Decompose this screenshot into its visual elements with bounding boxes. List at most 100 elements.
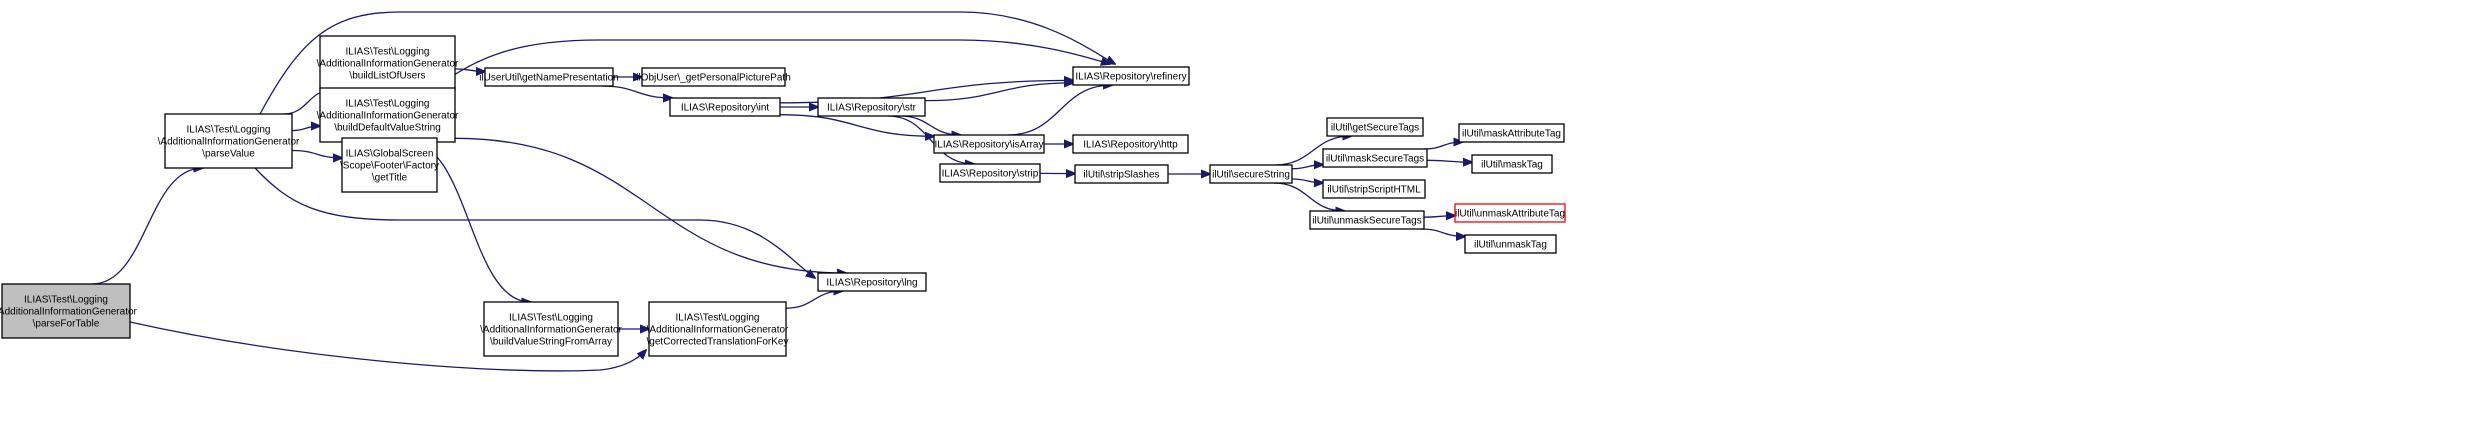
- node-footerGetTitle[interactable]: ILIAS\GlobalScreen\Scope\Footer\Factory\…: [340, 137, 439, 193]
- node-secureString[interactable]: ilUtil\secureString: [1209, 164, 1293, 184]
- node-box: [1, 283, 131, 339]
- node-label-line: \Scope\Footer\Factory: [340, 161, 439, 172]
- edge-getCorrectedTranslationForKey-to-repoLng: [785, 291, 842, 309]
- node-unmaskTag[interactable]: ilUtil\unmaskTag: [1464, 234, 1557, 254]
- edge-parseForTable-to-parseValue: [91, 168, 203, 285]
- node-label-line: ilUserUtil\getNamePresentation: [479, 73, 619, 84]
- node-buildValueStringFromArray[interactable]: ILIAS\Test\Logging\AdditionalInformation…: [480, 301, 623, 357]
- edge-secureString-to-maskSecureTags: [1291, 165, 1323, 169]
- node-stripScriptHTML[interactable]: ilUtil\stripScriptHTML: [1322, 179, 1426, 199]
- edge-repoStr-to-repoRefinery: [924, 83, 1073, 102]
- node-label-line: \AdditionalInformationGenerator: [0, 307, 138, 318]
- edge-parseValue-to-repoRefinery: [259, 11, 1115, 115]
- node-buildDefaultValueString[interactable]: ILIAS\Test\Logging\AdditionalInformation…: [317, 87, 459, 143]
- node-box: [1326, 117, 1424, 137]
- node-box: [484, 67, 614, 87]
- node-repoStr[interactable]: ILIAS\Repository\str: [817, 97, 926, 117]
- edge-secureString-to-stripScriptHTML: [1291, 179, 1323, 183]
- node-parseForTable[interactable]: ILIAS\Test\Logging\AdditionalInformation…: [0, 283, 138, 339]
- node-box: [1072, 66, 1190, 86]
- edge-buildDefaultValueString-to-repoLng: [454, 137, 846, 273]
- node-label-line: \AdditionalInformationGenerator: [158, 137, 300, 148]
- edge-repoStr-to-repoIsArray: [900, 115, 960, 135]
- node-unmaskSecureTags[interactable]: ilUtil\unmaskSecureTags: [1309, 210, 1425, 230]
- edge-secureString-to-getSecureTags: [1274, 136, 1352, 166]
- edge-getNamePresentation-to-repoInt: [601, 85, 672, 98]
- node-label-line: \parseForTable: [33, 319, 100, 330]
- edge-unmaskSecureTags-to-unmaskTag: [1420, 228, 1465, 236]
- node-box: [1464, 234, 1557, 254]
- node-label-line: \getTitle: [372, 173, 408, 184]
- node-box: [1074, 164, 1169, 184]
- edge-parseValue-to-buildDefaultValueString: [291, 126, 320, 132]
- node-getCorrectedTranslationForKey[interactable]: ILIAS\Test\Logging\AdditionalInformation…: [647, 301, 790, 357]
- node-label-line: ilUtil\unmaskSecureTags: [1312, 216, 1422, 227]
- node-label-line: ILIAS\GlobalScreen: [346, 149, 434, 160]
- node-label-line: \buildListOfUsers: [349, 71, 425, 82]
- node-label-line: ILIAS\Test\Logging: [24, 295, 108, 306]
- node-label-line: ILIAS\Repository\refinery: [1075, 72, 1186, 83]
- node-label-line: ILIAS\Repository\str: [827, 103, 917, 114]
- node-label-line: ILIAS\Test\Logging: [509, 313, 593, 324]
- node-label-line: ilUtil\getSecureTags: [1331, 123, 1419, 134]
- node-label-line: ilUtil\stripScriptHTML: [1327, 185, 1421, 196]
- node-label-line: ilUtil\maskAttributeTag: [1462, 129, 1561, 140]
- edge-maskSecureTags-to-maskTag: [1426, 160, 1472, 162]
- node-buildListOfUsers[interactable]: ILIAS\Test\Logging\AdditionalInformation…: [317, 35, 459, 91]
- node-label-line: ILIAS\Repository\strip: [942, 169, 1039, 180]
- node-box: [319, 87, 456, 143]
- node-box: [1458, 123, 1565, 143]
- node-repoStrip[interactable]: ILIAS\Repository\strip: [939, 163, 1041, 183]
- node-label-line: ILIAS\Repository\http: [1083, 140, 1178, 151]
- edge-repoIsArray-to-repoRefinery: [1007, 85, 1112, 136]
- node-repoHttp[interactable]: ILIAS\Repository\http: [1072, 134, 1189, 154]
- node-getSecureTags[interactable]: ilUtil\getSecureTags: [1326, 117, 1424, 137]
- node-box: [1209, 164, 1293, 184]
- node-box: [1322, 148, 1428, 168]
- node-label-line: ILIAS\Repository\isArray: [935, 140, 1044, 151]
- node-label-line: ilUtil\maskSecureTags: [1326, 154, 1424, 165]
- edge-parseForTable-to-getCorrectedTranslationForKey: [129, 321, 646, 372]
- node-box: [1471, 154, 1553, 174]
- node-stripSlashes[interactable]: ilUtil\stripSlashes: [1074, 164, 1169, 184]
- node-box: [1322, 179, 1426, 199]
- node-label-line: ilUtil\unmaskAttributeTag: [1455, 209, 1565, 220]
- edges-layer: [91, 11, 1472, 372]
- node-repoInt[interactable]: ILIAS\Repository\int: [669, 97, 781, 117]
- node-repoRefinery[interactable]: ILIAS\Repository\refinery: [1072, 66, 1190, 86]
- node-parseValue[interactable]: ILIAS\Test\Logging\AdditionalInformation…: [158, 113, 300, 169]
- node-unmaskAttributeTag[interactable]: ilUtil\unmaskAttributeTag: [1454, 203, 1566, 223]
- edge-buildDefaultValueString-to-repoRefinery: [434, 39, 1110, 89]
- node-label-line: \buildDefaultValueString: [334, 123, 441, 134]
- node-label-line: \AdditionalInformationGenerator: [317, 111, 459, 122]
- node-maskTag[interactable]: ilUtil\maskTag: [1471, 154, 1553, 174]
- node-label-line: ilUtil\unmaskTag: [1474, 240, 1547, 251]
- node-box: [817, 97, 926, 117]
- node-label-line: ILIAS\Repository\int: [681, 103, 770, 114]
- node-label-line: \buildValueStringFromArray: [490, 337, 612, 348]
- edge-repoInt-to-repoIsArray: [779, 114, 934, 137]
- node-repoLng[interactable]: ILIAS\Repository\lng: [817, 272, 927, 292]
- node-box: [164, 113, 293, 169]
- node-getNamePresentation[interactable]: ilUserUtil\getNamePresentation: [479, 67, 619, 87]
- node-box: [939, 163, 1041, 183]
- node-box: [341, 137, 438, 193]
- node-label-line: \AdditionalInformationGenerator: [480, 325, 622, 336]
- node-repoIsArray[interactable]: ILIAS\Repository\isArray: [933, 134, 1045, 154]
- node-maskAttributeTag[interactable]: ilUtil\maskAttributeTag: [1458, 123, 1565, 143]
- node-box: [641, 67, 786, 87]
- node-label-line: ILIAS\Test\Logging: [346, 99, 430, 110]
- node-getPersonalPicturePath[interactable]: ilObjUser\_getPersonalPicturePath: [636, 67, 791, 87]
- node-label-line: \AdditionalInformationGenerator: [317, 59, 459, 70]
- edge-unmaskSecureTags-to-unmaskAttributeTag: [1423, 216, 1455, 218]
- node-label-line: ILIAS\Test\Logging: [346, 47, 430, 58]
- node-box: [933, 134, 1045, 154]
- node-label-line: ilUtil\secureString: [1212, 170, 1290, 181]
- edge-repoStr-to-repoStrip: [887, 115, 974, 164]
- node-label-line: \parseValue: [202, 149, 255, 160]
- edge-secureString-to-unmaskSecureTags: [1273, 182, 1345, 211]
- node-box: [669, 97, 781, 117]
- node-maskSecureTags[interactable]: ilUtil\maskSecureTags: [1322, 148, 1428, 168]
- node-label-line: \getCorrectedTranslationForKey: [647, 337, 789, 348]
